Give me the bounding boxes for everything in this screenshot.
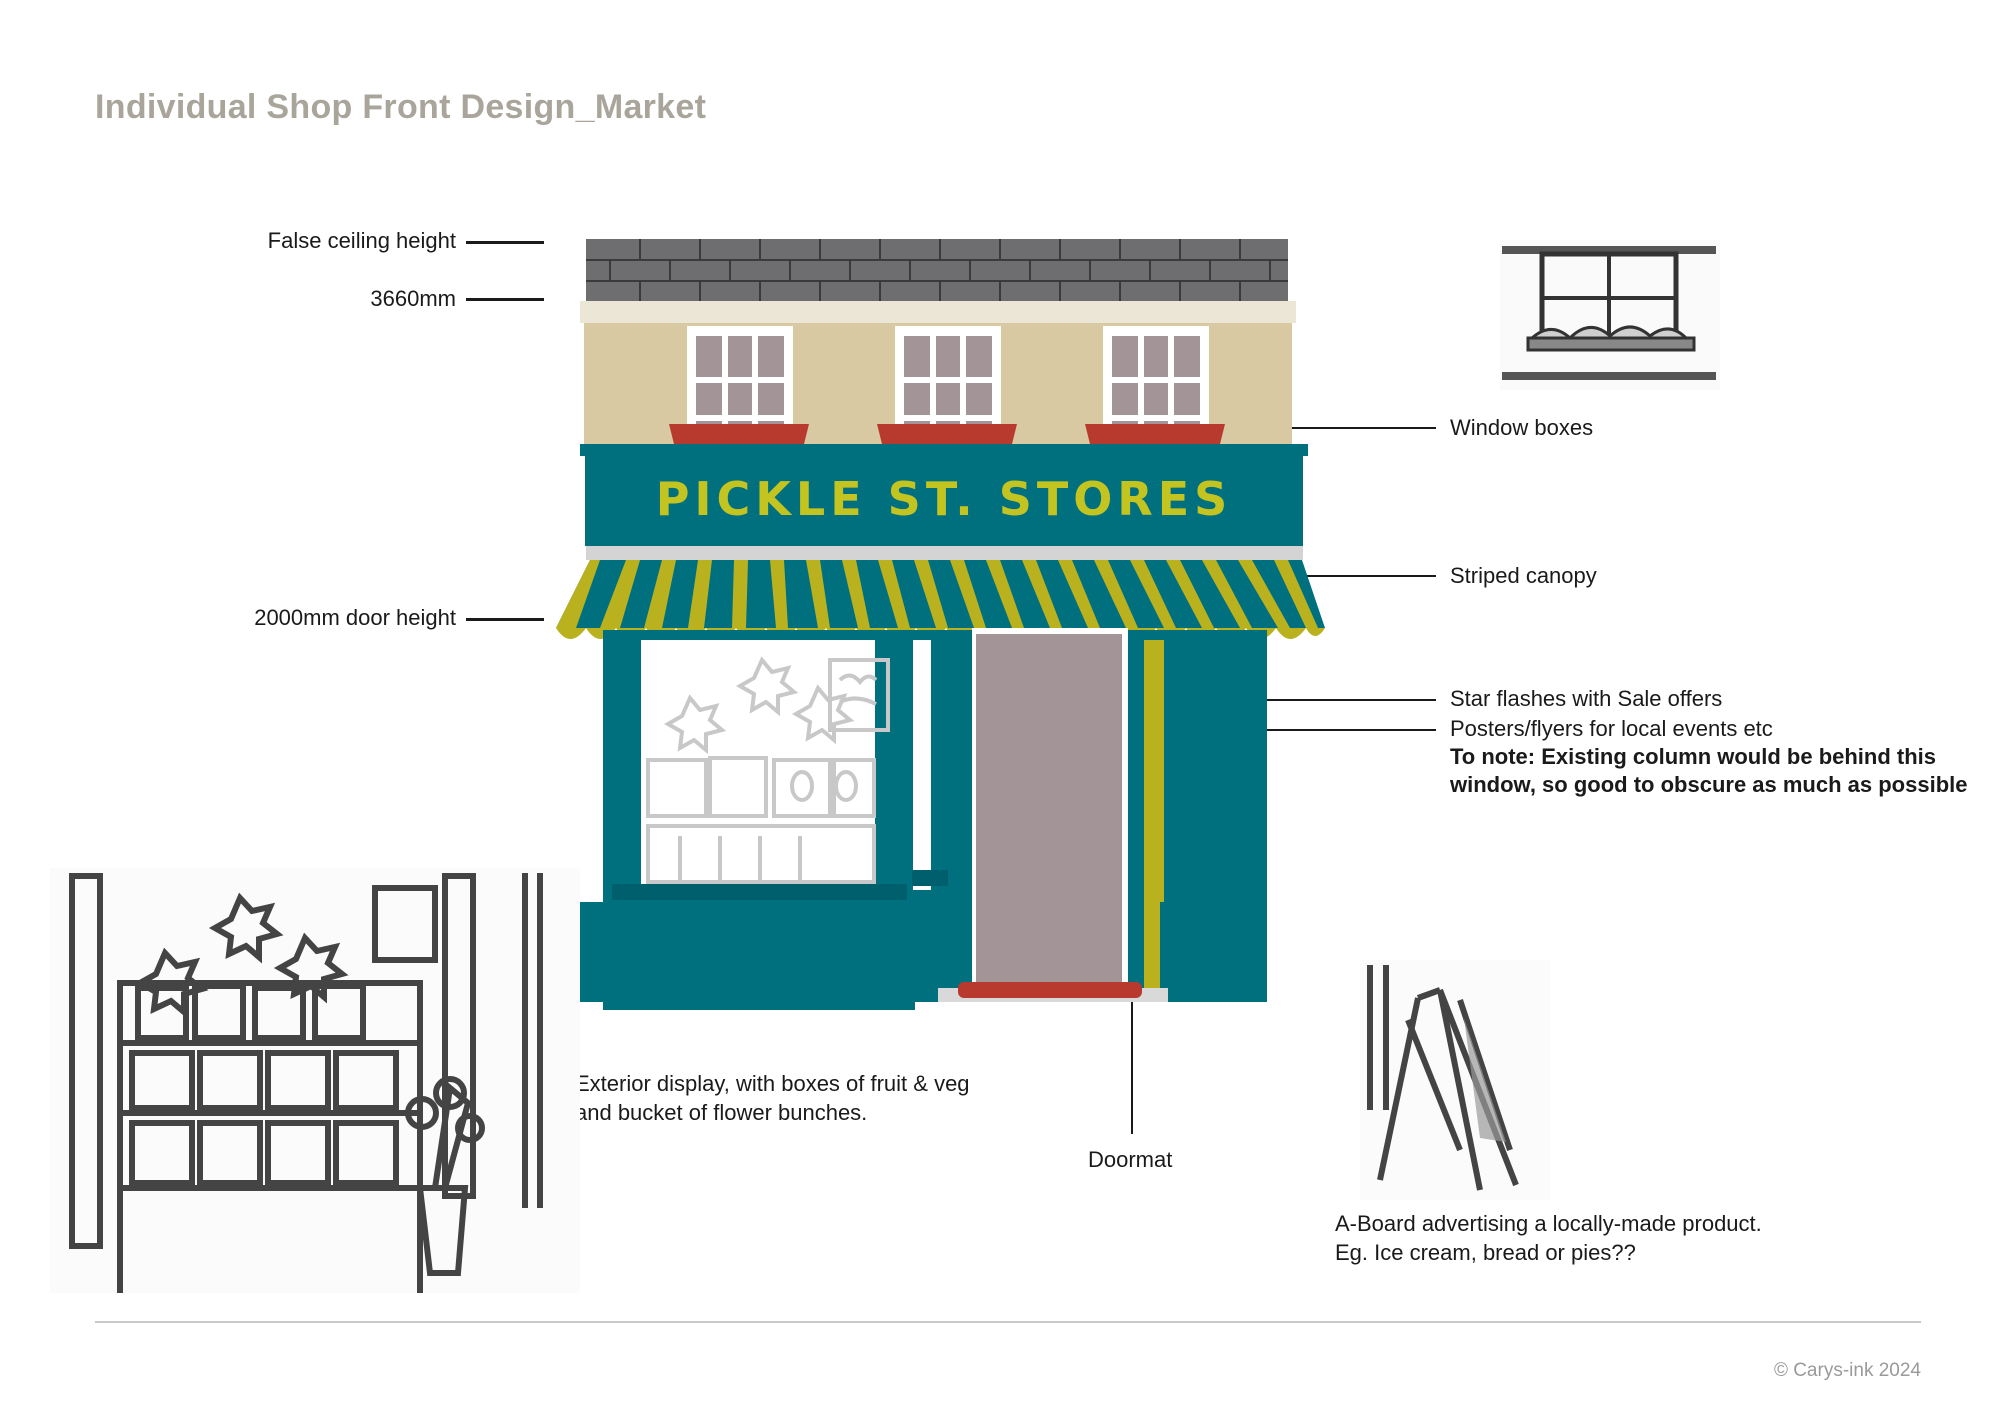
- note-line-2: window, so good to obscure as much as po…: [1450, 772, 1968, 797]
- door: [976, 634, 1122, 986]
- star-flashes-label: Star flashes with Sale offers: [1450, 686, 1723, 711]
- exterior-display-line-2: and bucket of flower bunches.: [575, 1100, 868, 1125]
- door-height-label: 2000mm door height: [254, 605, 456, 630]
- note-line-1: To note: Existing column would be behind…: [1450, 744, 1937, 769]
- false-ceiling-leader: [466, 241, 544, 244]
- roof-trim: [580, 301, 1296, 323]
- centre-pilaster-base: [845, 902, 907, 1002]
- aboard-line-2: Eg. Ice cream, bread or pies??: [1335, 1240, 1636, 1265]
- ceiling-height-label: 3660mm: [370, 286, 456, 311]
- doormat-label: Doormat: [1088, 1147, 1173, 1172]
- sign-text: PICKLE ST. STORES: [656, 472, 1233, 526]
- window-box-sketch: [1500, 240, 1720, 390]
- window-boxes-label: Window boxes: [1450, 415, 1594, 440]
- aboard-sketch: [1360, 960, 1550, 1200]
- door-side-light: [913, 640, 931, 890]
- false-ceiling-label: False ceiling height: [267, 228, 456, 253]
- left-pilaster-base: [573, 902, 631, 1002]
- window-sill: [612, 884, 912, 900]
- door-side-sill: [912, 870, 948, 886]
- canopy-label: Striped canopy: [1450, 563, 1597, 588]
- window-posters: [828, 658, 890, 732]
- window-star-flashes: [663, 656, 855, 755]
- canopy-leader: [1302, 575, 1436, 577]
- copyright: © Carys-ink 2024: [1773, 1360, 1921, 1381]
- doormat: [958, 982, 1142, 998]
- page-title: Individual Shop Front Design_Market: [95, 88, 707, 126]
- sign-cornice: [580, 444, 1308, 456]
- window-box-middle: [877, 424, 1017, 444]
- posters-label: Posters/flyers for local events etc: [1450, 716, 1773, 741]
- window-box-right: [1085, 424, 1225, 444]
- footer-divider: [95, 1321, 1921, 1323]
- exterior-display-sketch: [50, 868, 580, 1293]
- right-pilaster-base: [1160, 902, 1220, 1002]
- door-column-stripe: [1144, 640, 1164, 1000]
- fascia-sign: [585, 454, 1303, 546]
- door-height-leader: [466, 618, 544, 621]
- aboard-line-1: A-Board advertising a locally-made produ…: [1335, 1211, 1762, 1236]
- roof: [586, 239, 1288, 301]
- window-box-left: [669, 424, 809, 444]
- doormat-leader: [1131, 992, 1133, 1134]
- window-produce-sketch: [646, 756, 876, 884]
- striped-canopy: [556, 560, 1325, 639]
- exterior-display-line-1: Exterior display, with boxes of fruit & …: [575, 1071, 970, 1096]
- shop-front-illustration: PICKLE ST. STORES: [556, 239, 1325, 1010]
- sign-bottom-trim: [586, 546, 1303, 560]
- window-boxes-leader: [1205, 427, 1436, 429]
- ceiling-height-leader: [466, 298, 544, 301]
